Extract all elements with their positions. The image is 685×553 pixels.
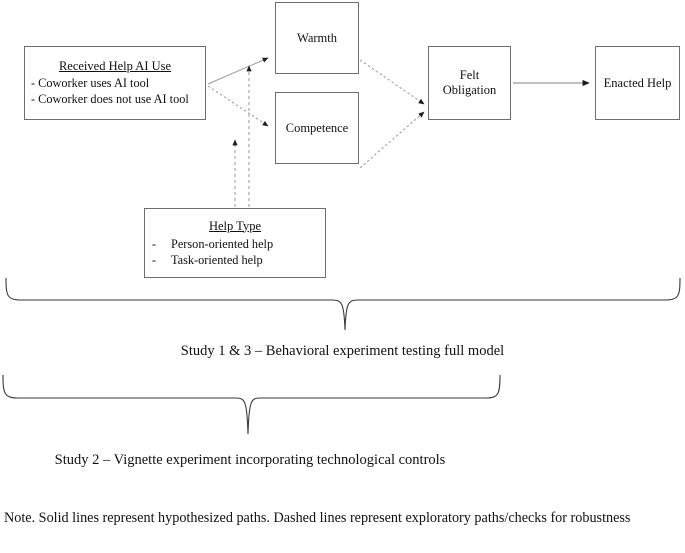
edge-received-help-to-competence [207, 85, 269, 127]
node-received-help-ai-use[interactable]: Received Help AI Use - Coworker uses AI … [24, 46, 206, 120]
list-item: - Coworker does not use AI tool [31, 92, 189, 106]
node-help-type[interactable]: Help Type - Person-oriented help - Task-… [144, 208, 326, 278]
brace-study-2 [2, 374, 501, 435]
node-label: Enacted Help [603, 75, 672, 90]
edge-received-help-to-warmth [207, 57, 269, 85]
edge-competence-to-felt-obligation [359, 111, 425, 169]
brace-caption-study-2: Study 2 – Vignette experiment incorporat… [54, 452, 446, 468]
list-item-label: Person-oriented help [171, 236, 274, 251]
node-warmth[interactable]: Warmth [275, 2, 359, 74]
figure-note: Note. Solid lines represent hypothesized… [4, 510, 631, 526]
node-title: Help Type [208, 218, 261, 233]
list-item: - Task-oriented help [152, 252, 325, 268]
node-enacted-help[interactable]: Enacted Help [595, 46, 680, 120]
node-title: Received Help AI Use [58, 59, 172, 73]
edge-warmth-to-felt-obligation [359, 59, 425, 105]
list-item: - Person-oriented help [152, 236, 325, 252]
node-label: Competence [285, 120, 349, 135]
node-bullet-list: - Person-oriented help - Task-oriented h… [145, 236, 325, 268]
node-label-line-1: Felt [459, 68, 480, 82]
dash-marker: - [152, 236, 157, 251]
dash-marker: - [152, 252, 157, 267]
node-label-line-2: Obligation [442, 83, 497, 97]
node-bullet-list: - Coworker uses AI tool - Coworker does … [25, 75, 205, 107]
brace-study-1-3 [5, 277, 681, 331]
node-label: Warmth [297, 30, 337, 45]
node-felt-obligation[interactable]: Felt Obligation [428, 46, 511, 120]
node-competence[interactable]: Competence [275, 92, 359, 164]
brace-caption-study-1-3: Study 1 & 3 – Behavioral experiment test… [180, 343, 505, 359]
list-item-label: Task-oriented help [171, 252, 263, 267]
list-item: - Coworker uses AI tool [31, 76, 150, 90]
